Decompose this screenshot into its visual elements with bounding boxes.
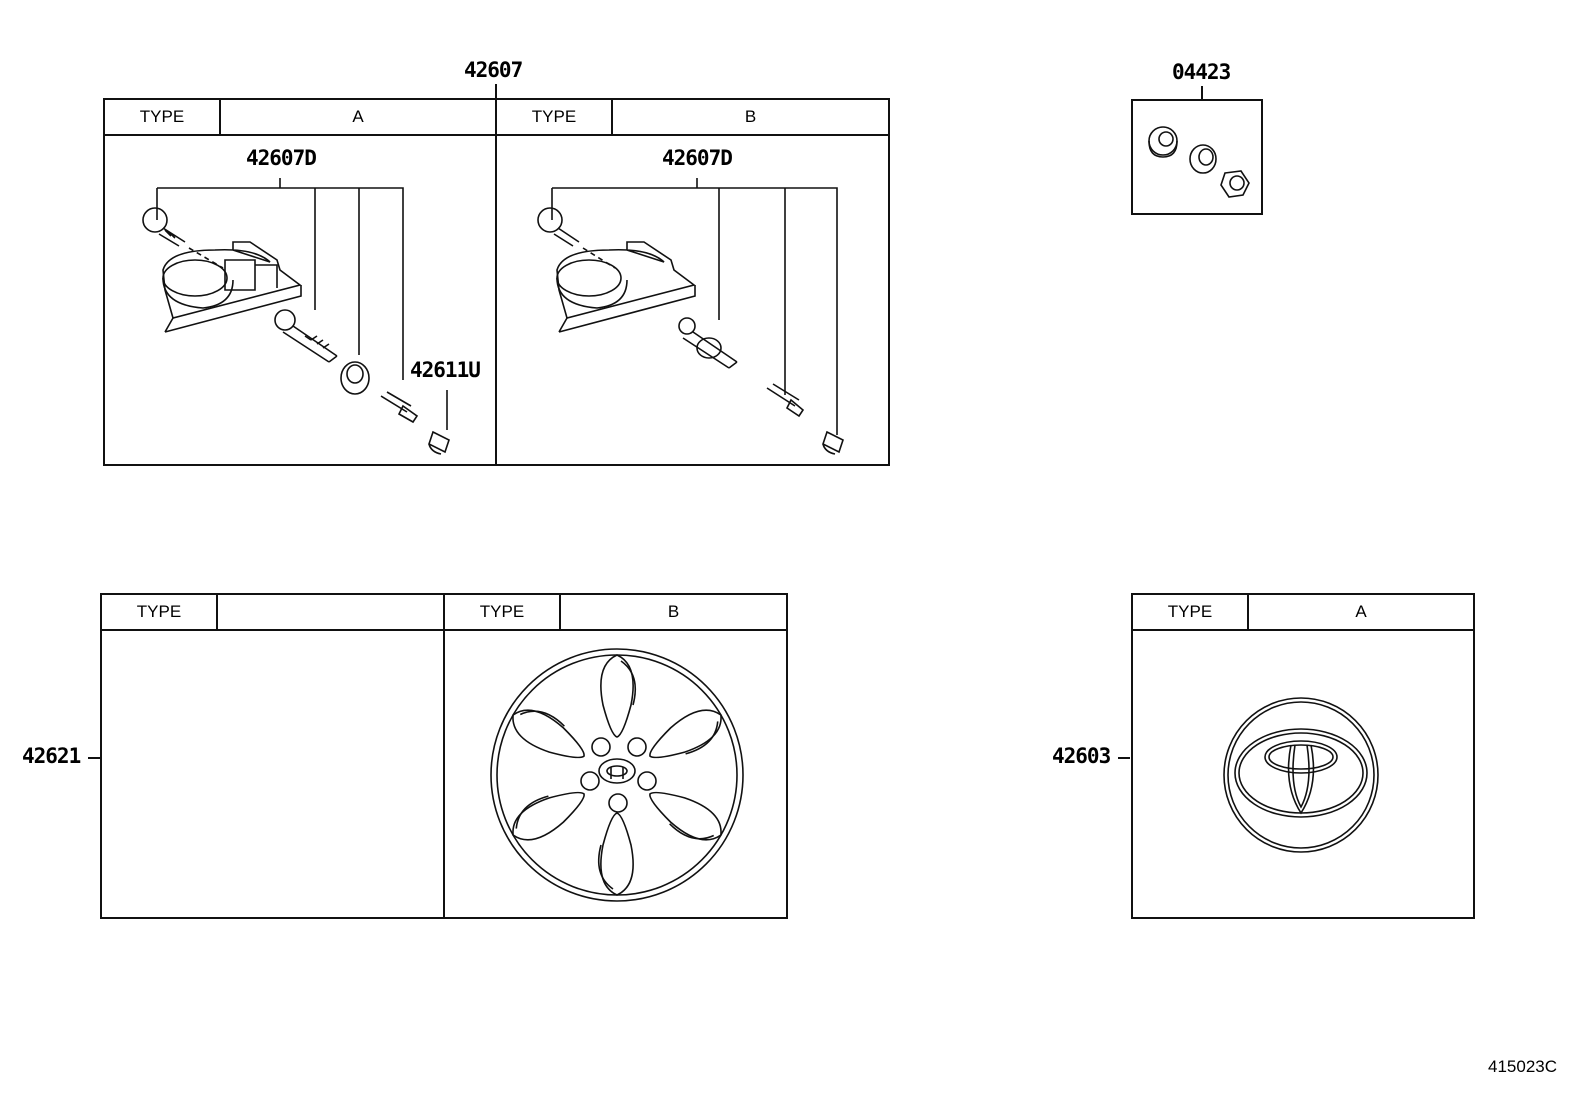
tpms-sensor-illustration (142, 178, 450, 455)
grommet-kit-illustration (1148, 126, 1250, 198)
part-label-42607d-a: 42607D (246, 146, 317, 170)
part-label-42607: 42607 (464, 58, 523, 82)
panel-header: TYPE (102, 595, 443, 631)
ornament-panel-type-a: TYPE A (1131, 593, 1475, 919)
panel-header: TYPE A (1133, 595, 1473, 631)
part-label-42611u: 42611U (410, 358, 481, 382)
type-label: TYPE (445, 595, 561, 629)
type-value (218, 595, 443, 629)
tpms-sensor-illustration (537, 178, 844, 455)
part-label-42607d-b: 42607D (662, 146, 733, 170)
leader-42603 (1118, 757, 1130, 759)
drawing-number: 415023C (1488, 1057, 1558, 1076)
type-label: TYPE (497, 100, 613, 134)
leader-04423 (1201, 86, 1203, 100)
leader-42621 (88, 757, 100, 759)
sensor-panel-type-b: TYPE B (495, 98, 890, 466)
grommet-kit-panel (1131, 99, 1263, 215)
type-label: TYPE (105, 100, 221, 134)
type-label: TYPE (1133, 595, 1249, 629)
wheel-cap-panel-type-b: TYPE B (443, 593, 788, 919)
wheel-cap-panel-blank: TYPE (100, 593, 445, 919)
type-value: B (744, 107, 757, 126)
part-label-04423: 04423 (1172, 60, 1231, 84)
sensor-panel-type-a: TYPE A (103, 98, 497, 466)
part-label-42621: 42621 (22, 744, 81, 768)
panel-header: TYPE B (445, 595, 786, 631)
panel-header: TYPE A (105, 100, 495, 136)
type-value: A (352, 107, 364, 126)
type-value: A (1355, 602, 1367, 621)
type-value: B (667, 602, 680, 621)
wheel-cap-illustration (490, 648, 744, 902)
part-label-42603: 42603 (1052, 744, 1111, 768)
leader-42607 (495, 84, 497, 102)
panel-header: TYPE B (497, 100, 888, 136)
type-label: TYPE (102, 595, 218, 629)
toyota-emblem-illustration (1223, 697, 1379, 853)
